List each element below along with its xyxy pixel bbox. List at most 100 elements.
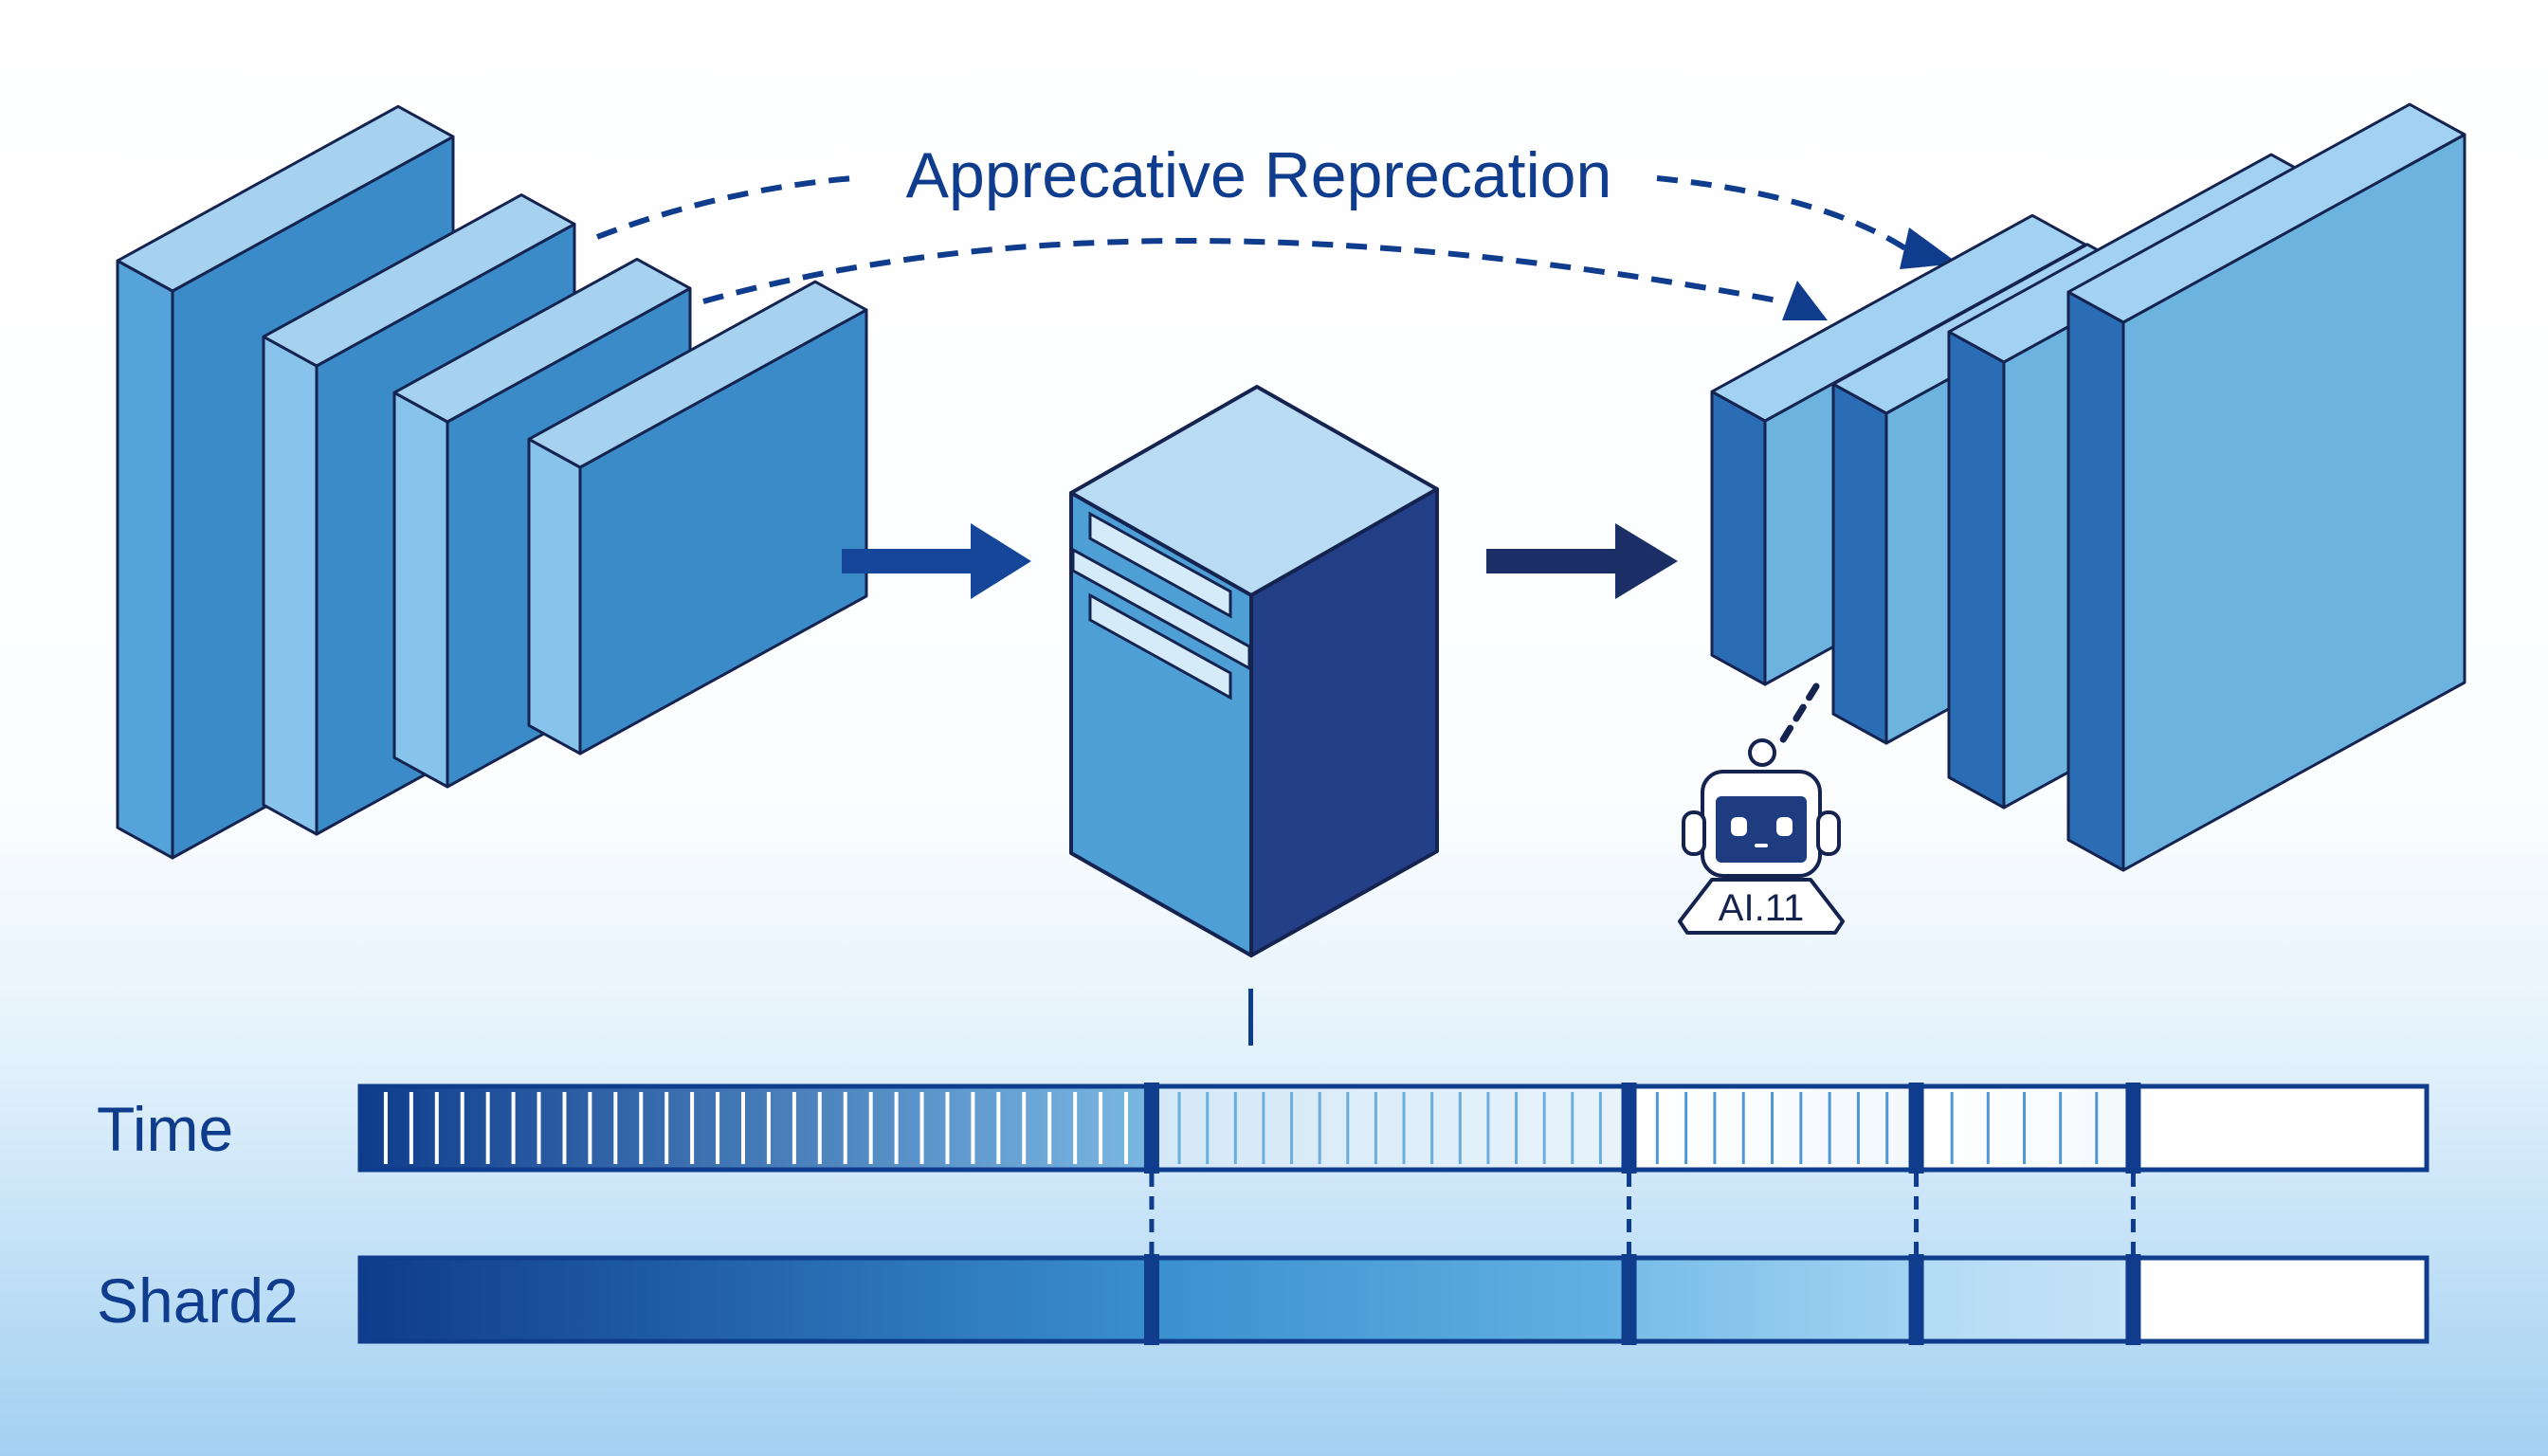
timeline-marker[interactable]: [1621, 1083, 1637, 1174]
encoder-block-4-side-face: [527, 437, 582, 755]
skip-arc-upper-right: [1656, 175, 1907, 251]
robot-badge-body: [1678, 878, 1845, 935]
timeline-segment: [360, 1258, 1152, 1341]
timeline-tick: [434, 1092, 439, 1164]
server-slot-3: [1088, 592, 1232, 701]
timeline-tick: [1047, 1092, 1052, 1164]
encoder-block-1-side-face: [116, 259, 174, 860]
robot-badge-label: AI.11: [1719, 887, 1804, 929]
timeline-tick: [945, 1092, 950, 1164]
skip-arc-lower: [702, 238, 1783, 304]
decoder-block-1-side-face: [1710, 390, 1767, 686]
encoder-block-2-side-face: [262, 335, 318, 836]
timeline-marker[interactable]: [2125, 1254, 2141, 1345]
timeline-tick: [1458, 1092, 1462, 1164]
timeline-segment: [1151, 1086, 1629, 1170]
robot-right-eye-icon: [1776, 817, 1793, 836]
timeline-tick: [613, 1092, 618, 1164]
timeline-tick: [792, 1092, 796, 1164]
timeline-tick: [817, 1092, 822, 1164]
timeline-tick: [716, 1092, 720, 1164]
timeline-tick: [409, 1092, 413, 1164]
timeline-marker[interactable]: [1908, 1254, 1924, 1345]
timeline-tick: [1177, 1092, 1181, 1164]
timeline-tick: [843, 1092, 847, 1164]
timeline-tick: [1771, 1092, 1774, 1164]
timeline-tick: [1099, 1092, 1103, 1164]
timeline-tick: [639, 1092, 644, 1164]
timeline-tick: [971, 1092, 975, 1164]
encoder-block-2-top-face: [262, 193, 576, 368]
row-label-time: Time: [97, 1094, 233, 1164]
timeline-segment: [360, 1086, 1152, 1170]
robot-face-screen-icon: [1716, 796, 1807, 863]
timeline-tick: [1741, 1092, 1745, 1164]
timeline-segment: [2133, 1086, 2427, 1170]
timeline-tick: [1262, 1092, 1265, 1164]
skip-arrowhead-upper: [1900, 228, 1958, 269]
timeline-tick: [1022, 1092, 1027, 1164]
timeline-tick: [919, 1092, 924, 1164]
timeline-tick: [1430, 1092, 1434, 1164]
timeline-segment: [1629, 1258, 1917, 1341]
timeline-tick: [1655, 1092, 1659, 1164]
server-slot-1: [1088, 511, 1232, 619]
timeline-marker[interactable]: [1908, 1083, 1924, 1174]
timeline-marker[interactable]: [1143, 1254, 1159, 1345]
timeline-marker[interactable]: [1621, 1254, 1637, 1345]
row-label-shard2: Shard2: [97, 1265, 299, 1336]
timeline-tick: [1684, 1092, 1688, 1164]
encoder-block-3-side-face: [392, 391, 449, 789]
timeline-tick: [1828, 1092, 1831, 1164]
encoder-block-1-top-face: [116, 104, 455, 293]
timeline-segment: [1151, 1258, 1629, 1341]
encoder-block-4: [527, 280, 868, 755]
timeline-tick: [1374, 1092, 1377, 1164]
timeline-tick: [383, 1092, 388, 1164]
timeline-marker[interactable]: [2125, 1083, 2141, 1174]
timeline-tick: [1598, 1092, 1602, 1164]
decoder-block-4-top-face: [2066, 102, 2466, 324]
timeline-tick: [2059, 1092, 2063, 1164]
server-timeline-connector: [1248, 989, 1253, 1046]
timeline-tick: [996, 1092, 1001, 1164]
timeline-marker[interactable]: [1143, 1083, 1159, 1174]
timeline-tick: [485, 1092, 490, 1164]
timeline-bar-outline: [357, 1255, 2430, 1344]
timeline-tick: [1950, 1092, 1954, 1164]
timeline-tick: [1073, 1092, 1078, 1164]
timeline-tick: [1206, 1092, 1210, 1164]
skip-arc-upper: [595, 175, 854, 240]
decoder-block-4: [2066, 102, 2466, 872]
encoder-block-3-top-face: [392, 257, 692, 424]
skip-connections: Apprecative Reprecation: [595, 139, 1958, 320]
timeline-segment: [1916, 1258, 2134, 1341]
robot-mouth-icon: [1755, 844, 1768, 847]
decoder-block-3-side-face: [1947, 330, 2006, 810]
flow-arrow-in: [842, 523, 1031, 599]
server-cube: [1069, 385, 1439, 957]
timeline-tick: [894, 1092, 899, 1164]
robot-right-ear-icon: [1816, 810, 1841, 856]
server-side-face: [1249, 487, 1439, 957]
flow-arrow-out: [1486, 523, 1678, 599]
timeline-tick: [2022, 1092, 2026, 1164]
timeline-row-time: Time: [97, 1083, 2430, 1174]
robot-link-dashes: [1778, 682, 1820, 745]
decoder-block-2-side-face: [1831, 382, 1888, 745]
timeline-tick: [741, 1092, 746, 1164]
timeline-tick: [1799, 1092, 1803, 1164]
diagram-title: Apprecative Reprecation: [906, 139, 1612, 211]
timeline-tick: [1542, 1092, 1546, 1164]
timeline-tick: [1571, 1092, 1574, 1164]
timeline-tick: [537, 1092, 541, 1164]
timeline-tick: [1233, 1092, 1237, 1164]
timeline-tick: [1402, 1092, 1406, 1164]
timeline-row-shard2: Shard2: [97, 1254, 2430, 1345]
timeline-tick: [2095, 1092, 2099, 1164]
robot-assistant[interactable]: AI.11: [1678, 682, 1845, 935]
timeline-tick: [868, 1092, 873, 1164]
timeline-tick: [766, 1092, 771, 1164]
